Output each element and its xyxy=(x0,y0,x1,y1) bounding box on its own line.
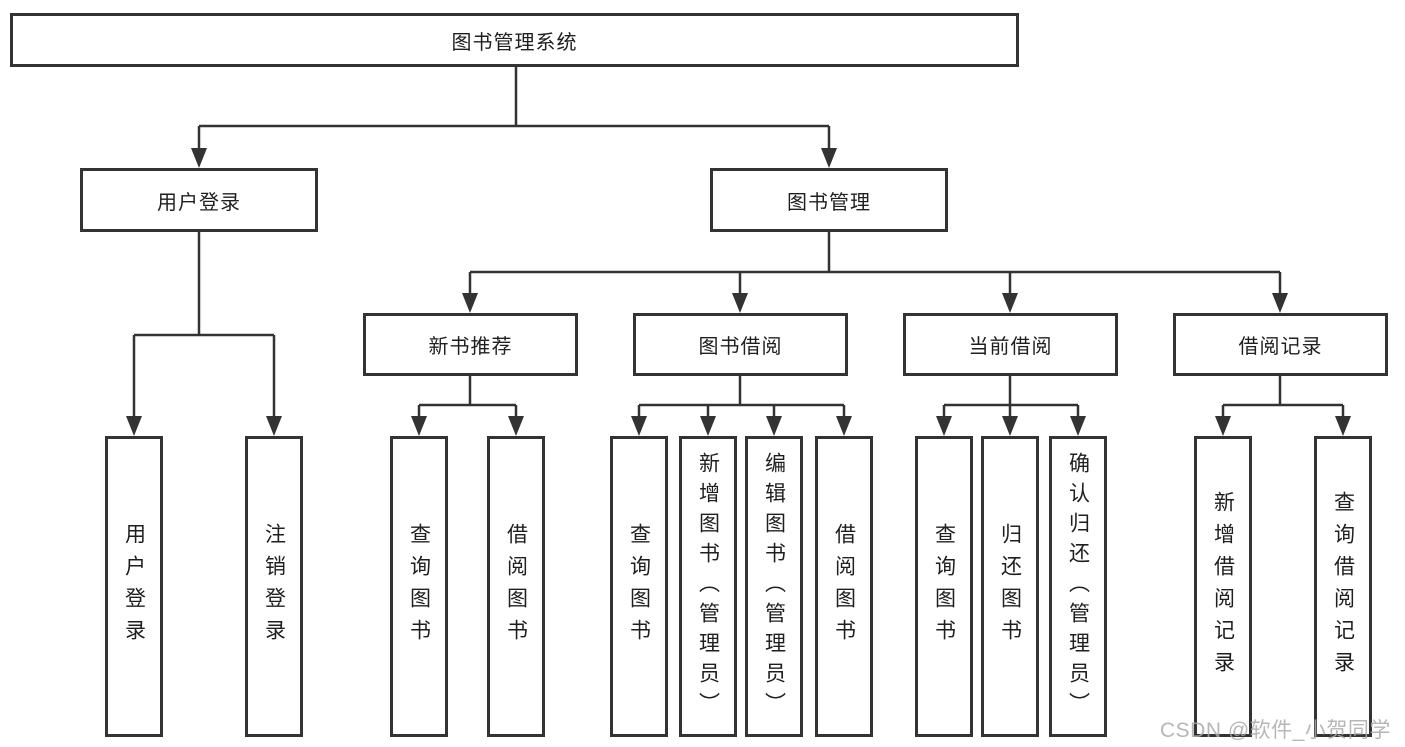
node-label: 图书管理 xyxy=(787,191,871,214)
node-label: 用户登录 xyxy=(157,191,241,214)
leaf-borrow-borrow-book: 借阅图书 xyxy=(815,436,873,737)
node-label: 借阅图书 xyxy=(504,522,528,651)
node-label: 查询图书 xyxy=(407,522,431,651)
node-label: 查询图书 xyxy=(627,522,651,651)
node-book-borrow: 图书借阅 xyxy=(633,313,848,376)
node-label: 图书管理系统 xyxy=(451,31,578,54)
node-label: 查询借阅记录 xyxy=(1331,490,1355,683)
node-label: 新增借阅记录 xyxy=(1211,490,1235,683)
node-borrow-records: 借阅记录 xyxy=(1173,313,1388,376)
node-library-management-system: 图书管理系统 xyxy=(10,13,1019,67)
node-user-login: 用户登录 xyxy=(80,168,318,232)
node-label: 查询图书 xyxy=(932,522,956,651)
node-label: 当前借阅 xyxy=(968,336,1053,358)
leaf-records-add-record: 新增借阅记录 xyxy=(1194,436,1252,737)
node-current-borrow: 当前借阅 xyxy=(903,313,1118,376)
node-label: 新增图书（管理员） xyxy=(696,451,720,722)
leaf-recommend-borrow-book: 借阅图书 xyxy=(487,436,545,737)
leaf-user-login: 用户登录 xyxy=(105,436,163,737)
leaf-records-query-record: 查询借阅记录 xyxy=(1314,436,1372,737)
node-new-book-recommend: 新书推荐 xyxy=(363,313,578,376)
node-label: 用户登录 xyxy=(122,522,146,651)
leaf-borrow-query-book: 查询图书 xyxy=(610,436,668,737)
node-label: 图书借阅 xyxy=(698,336,783,358)
node-label: 借阅图书 xyxy=(832,522,856,651)
node-label: 确认归还（管理员） xyxy=(1066,451,1090,722)
node-label: 借阅记录 xyxy=(1238,336,1323,358)
node-label: 归还图书 xyxy=(998,522,1022,651)
node-label: 新书推荐 xyxy=(428,336,513,358)
leaf-recommend-query-book: 查询图书 xyxy=(390,436,448,737)
leaf-current-query-book: 查询图书 xyxy=(915,436,973,737)
node-label: 注销登录 xyxy=(262,522,286,651)
leaf-logout: 注销登录 xyxy=(245,436,303,737)
leaf-borrow-edit-book-admin: 编辑图书（管理员） xyxy=(745,436,803,737)
leaf-current-return-book: 归还图书 xyxy=(981,436,1039,737)
leaf-current-confirm-return-admin: 确认归还（管理员） xyxy=(1049,436,1107,737)
csdn-watermark: CSDN @软件_小贺同学 xyxy=(1160,719,1391,742)
leaf-borrow-add-book-admin: 新增图书（管理员） xyxy=(679,436,737,737)
node-label: 编辑图书（管理员） xyxy=(762,451,786,722)
node-book-management: 图书管理 xyxy=(710,168,948,232)
